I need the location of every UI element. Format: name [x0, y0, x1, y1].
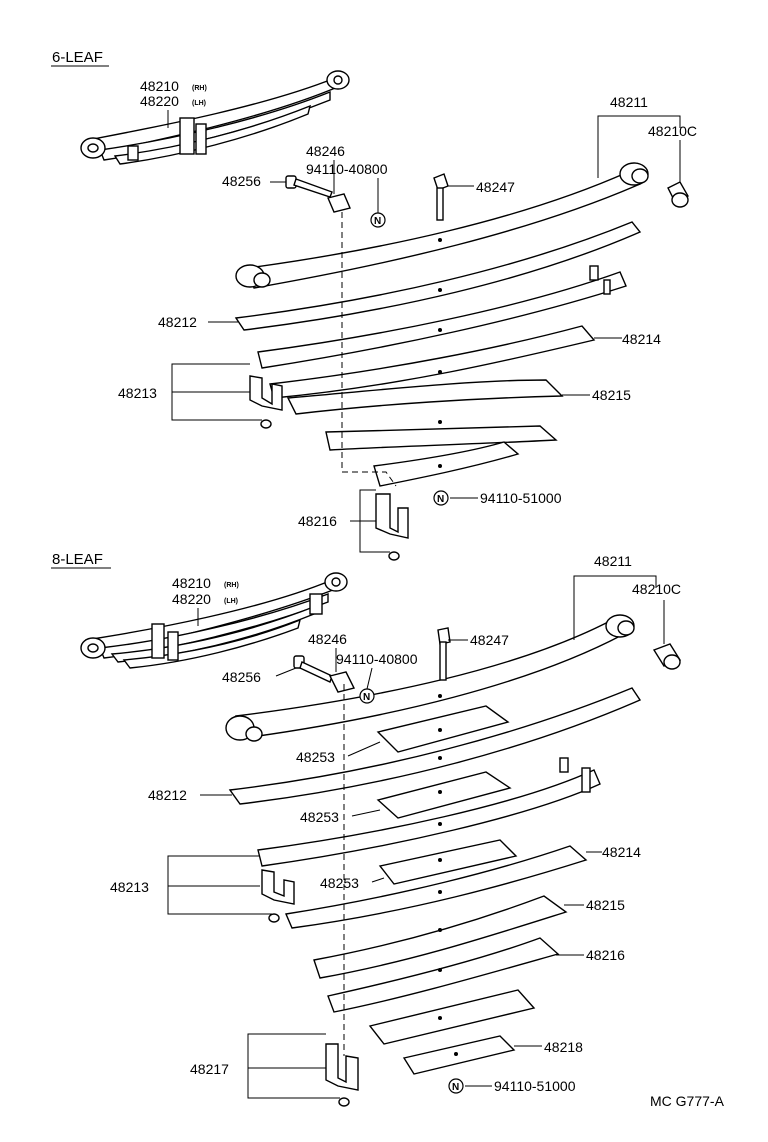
label-pin: 48246: [308, 631, 347, 647]
section-8-leaf: 8-LEAF 48210 (RH) 48220 (LH): [51, 551, 682, 1107]
clip-b: [375, 493, 409, 561]
label-lh-suffix: (LH): [192, 100, 206, 107]
figure-code: MC G777-A: [650, 1093, 725, 1109]
label-bolt: 48256: [222, 173, 261, 189]
label-clip-b: 48217: [190, 1061, 229, 1077]
bushing: [652, 643, 682, 670]
label-leaf-2: 48212: [158, 314, 197, 330]
label-leaf-6: 48218: [544, 1039, 583, 1055]
bushing: [667, 181, 689, 208]
leaf-6: [373, 441, 520, 487]
main-leaf: [225, 614, 635, 742]
label-clip-nut: 94110-51000: [480, 490, 562, 506]
label-bolt: 48256: [222, 669, 261, 685]
leaf-5: [327, 937, 560, 1013]
label-rh-suffix: (RH): [192, 85, 207, 92]
clip-a: [249, 375, 283, 429]
center-bolt: [433, 173, 449, 221]
label-rh-suffix: (RH): [224, 582, 239, 589]
label-pin: 48246: [306, 143, 345, 159]
pin: [328, 671, 356, 693]
liner-1: [376, 705, 510, 753]
label-clip-b: 48216: [298, 513, 337, 529]
liner-2: [376, 771, 512, 819]
liner-3: [378, 839, 518, 885]
leaf-with-clip: [257, 757, 601, 867]
label-clip-nut: 94110-51000: [494, 1078, 576, 1094]
center-bolt: [437, 627, 451, 681]
label-clip-a: 48213: [118, 385, 157, 401]
leaf-3: [285, 845, 588, 929]
section-header: 8-LEAF: [52, 551, 103, 568]
label-leaf-3: 48214: [602, 844, 641, 860]
svg-text:N: N: [363, 692, 370, 703]
leaf-4: [286, 379, 564, 424]
svg-text:N: N: [437, 494, 444, 505]
leaf-3: [269, 325, 596, 399]
label-rh: 48210: [140, 78, 179, 94]
label-liner-1: 48253: [296, 749, 335, 765]
label-main-leaf: 48211: [610, 94, 648, 110]
label-lh: 48220: [140, 93, 179, 109]
label-center-bolt: 48247: [476, 179, 515, 195]
leaf-6: [402, 1035, 516, 1075]
label-main-leaf: 48211: [594, 553, 632, 569]
label-rh: 48210: [172, 575, 211, 591]
svg-text:N: N: [374, 216, 381, 227]
main-leaf: [235, 162, 649, 289]
label-bushing: 48210C: [648, 123, 697, 139]
label-nut: 94110-40800: [336, 651, 418, 667]
label-leaf-5: 48216: [586, 947, 625, 963]
label-center-bolt: 48247: [470, 632, 509, 648]
section-header: 6-LEAF: [52, 49, 103, 66]
clip-b: [325, 1043, 359, 1107]
label-bushing: 48210C: [632, 581, 681, 597]
pin: [327, 193, 351, 213]
label-leaf-2: 48212: [148, 787, 187, 803]
nut-badge-2: N: [448, 1078, 464, 1094]
spring-assembly-thumbnail: [80, 572, 348, 669]
label-leaf-4: 48215: [592, 387, 631, 403]
bolt: [285, 175, 333, 198]
clip-a: [261, 869, 295, 923]
label-nut: 94110-40800: [306, 161, 388, 177]
section-6-leaf: 6-LEAF 48210 (RH) 48220 (LH): [51, 49, 697, 561]
leaf-2: [234, 221, 642, 331]
leaf-with-clip: [257, 265, 627, 369]
label-lh: 48220: [172, 591, 211, 607]
nut-badge-2: N: [433, 490, 449, 506]
label-clip-a: 48213: [110, 879, 149, 895]
label-lh-suffix: (LH): [224, 598, 238, 605]
svg-text:N: N: [452, 1082, 459, 1093]
label-leaf-3: 48214: [622, 331, 661, 347]
leaf-2: [228, 687, 642, 805]
label-liner-3: 48253: [320, 875, 359, 891]
spring-assembly-thumbnail: [80, 70, 350, 165]
label-leaf-4: 48215: [586, 897, 625, 913]
leaf-4: [313, 895, 568, 979]
nut-badge: N: [370, 212, 386, 228]
bolt: [293, 655, 333, 683]
label-liner-2: 48253: [300, 809, 339, 825]
leaf-5: [325, 425, 558, 451]
nut-badge: N: [359, 688, 375, 704]
leaf-lower: [368, 989, 536, 1045]
